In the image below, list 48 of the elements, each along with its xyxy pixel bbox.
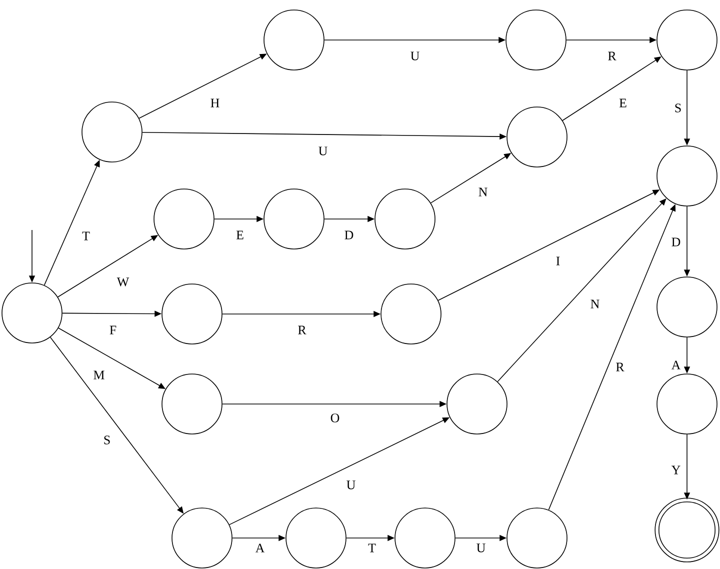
state-circle <box>374 188 436 250</box>
edge-label: D <box>343 230 355 240</box>
edge-label: U <box>409 50 421 62</box>
edge-label: A <box>254 542 266 554</box>
state-circle <box>656 374 718 434</box>
edge-label: R <box>614 362 626 372</box>
edge-label: W <box>116 276 130 288</box>
edge-label: S <box>673 102 683 114</box>
edge-label: Y <box>670 464 682 476</box>
edge-label: E <box>235 230 245 240</box>
state-circle <box>394 508 456 568</box>
state-circle <box>264 10 324 70</box>
state-circle <box>506 10 566 70</box>
edge-label: M <box>92 370 106 380</box>
edge-label: F <box>108 324 118 336</box>
state-circle <box>2 282 62 344</box>
state-circle <box>172 508 232 568</box>
state-circle <box>656 10 718 70</box>
edge-label: U <box>345 480 357 490</box>
edge-label: A <box>670 360 682 370</box>
state-circle <box>380 284 442 344</box>
state-circle <box>82 102 142 162</box>
arrow <box>562 56 662 121</box>
edge-label: O <box>329 412 341 424</box>
edge-label: R <box>606 50 618 62</box>
state-circle <box>162 284 222 344</box>
state-circle <box>154 188 214 250</box>
state-circle <box>446 374 508 434</box>
state-circle <box>162 374 222 434</box>
state-circle <box>286 508 346 568</box>
state-circle <box>656 146 718 206</box>
edge-label: D <box>670 236 682 248</box>
edge-label: R <box>296 324 308 336</box>
edge-label: T <box>81 230 91 242</box>
edge-label: I <box>554 256 562 266</box>
edge-label: H <box>209 98 221 108</box>
state-circle <box>506 106 568 168</box>
final-state-circle <box>654 498 720 562</box>
edge-label: U <box>475 542 487 554</box>
state-circle <box>506 508 568 568</box>
edge-label: N <box>477 186 489 198</box>
edge-label: U <box>317 146 329 156</box>
state-circle <box>656 276 718 338</box>
edge-label: E <box>618 98 628 108</box>
edge-label: N <box>589 298 601 310</box>
edge-label: T <box>367 542 377 554</box>
edge-label: S <box>102 434 112 446</box>
state-circle <box>264 188 324 250</box>
